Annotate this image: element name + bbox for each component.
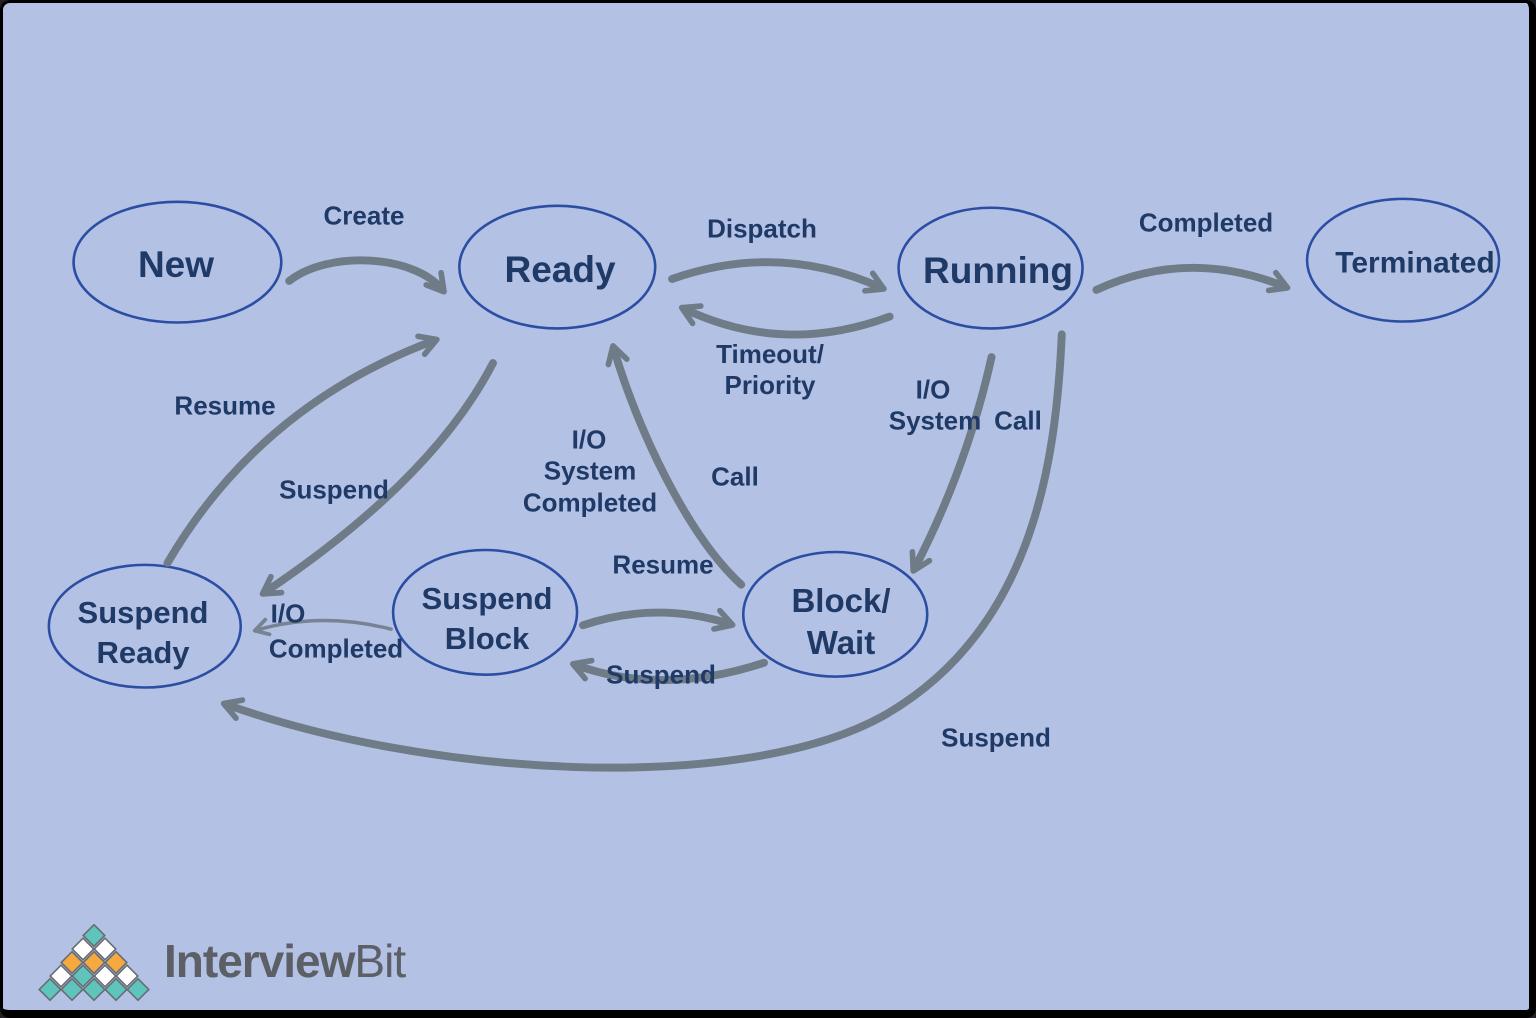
state-block-wait: Block/ Wait [791,582,891,661]
transition-arrow-resume-to-ready [163,333,440,567]
logo-text-interview: Interview [164,935,355,987]
transition-label-io-system-call-completed-io: I/O [571,424,607,455]
transition-arrow-suspend-to-suspend-block [570,657,768,685]
transition-label-create: Create [323,200,405,231]
state-running: Running [922,250,1074,292]
transition-label-resume-to-block-wait: Resume [612,549,714,580]
transition-label-io-system-call-system: System [888,405,982,436]
transition-label-io-system-call-io: I/O [915,374,951,405]
transition-label-io-system-call-completed-call: Call [711,461,759,492]
logo-text-bit: Bit [354,935,406,987]
transition-label-io-completed-io: I/O [270,598,306,629]
state-suspend-ready: Suspend Ready [77,595,209,670]
transition-label-io-system-call-completed-completed: Completed [522,487,658,518]
transition-label-suspend-from-running: Suspend [941,722,1051,753]
interviewbit-logo: InterviewBit [38,924,406,1004]
interviewbit-logo-pyramid-icon [38,924,150,1002]
state-terminated: Terminated [1335,246,1495,280]
transition-arrow-timeout-priority [678,303,894,339]
state-suspend-block: Suspend Block [421,581,553,656]
transition-label-suspend-to-suspend-block: Suspend [606,659,716,690]
transition-label-io-completed-completed: Completed [268,633,404,664]
transition-label-dispatch: Dispatch [707,213,817,244]
logo-text: InterviewBit [164,934,406,994]
transition-label-suspend-to-suspend-ready: Suspend [279,474,389,505]
state-ellipse-running [897,206,1084,330]
state-ellipse-suspend-block [391,548,579,676]
transition-label-timeout-priority: Timeout/ Priority [716,339,824,400]
transition-arrow-dispatch [668,258,887,294]
transition-arrow-completed [1092,263,1291,294]
transition-arrow-io-system-call-completed [605,343,746,589]
state-ellipse-suspend-ready [47,563,243,689]
diagram-graphics [47,197,1501,772]
transition-arrow-suspend-to-suspend-ready [259,359,497,597]
transition-label-resume-to-ready: Resume [174,390,276,421]
state-ellipse-block-wait [741,550,929,678]
state-ellipse-new [72,200,283,324]
transition-arrow-io-system-call [909,353,996,574]
state-ready: Ready [504,249,616,291]
state-new: New [137,244,215,286]
state-ellipse-ready [458,204,657,330]
transition-arrow-suspend-from-running [220,330,1066,772]
transition-label-completed: Completed [1138,207,1274,238]
transition-arrow-create [285,256,447,295]
transition-label-io-system-call-completed-system: System [543,455,637,486]
state-ellipse-terminated [1305,197,1501,323]
transition-arrow-resume-to-block-wait [579,607,736,632]
transition-arrow-io-completed [252,617,393,637]
transition-label-io-system-call-call: Call [994,405,1042,436]
